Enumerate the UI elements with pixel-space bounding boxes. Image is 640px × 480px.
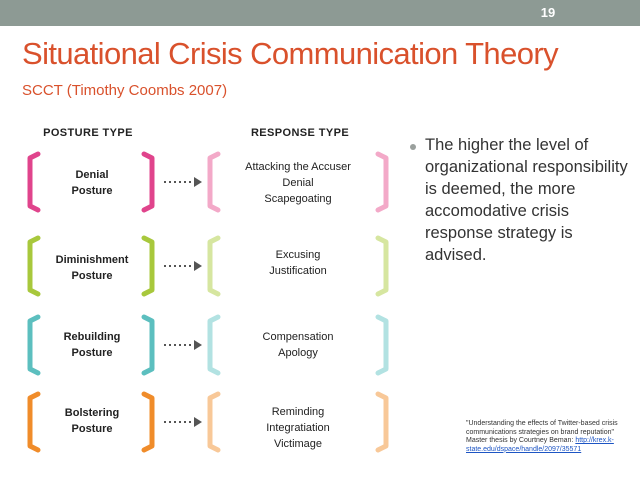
response-item: Compensation <box>262 331 334 343</box>
citation-author: Master thesis by Courtney Beman: <box>466 437 574 444</box>
dotted-arrow-icon <box>164 340 202 350</box>
response-bracket-right <box>375 235 389 297</box>
response-type-header: RESPONSE TYPE <box>250 127 350 139</box>
slide-header-bar <box>0 0 640 26</box>
response-list-denial: Attacking the Accuser Denial Scapegoatin… <box>208 159 388 207</box>
posture-label-line: Posture <box>71 185 113 197</box>
response-item: Integratiation <box>266 422 330 434</box>
posture-label-line: Bolstering <box>64 407 120 419</box>
citation-link[interactable]: http://krex.k-state.edu/dspace/handle/20… <box>466 437 614 453</box>
posture-bracket-left <box>27 151 41 213</box>
response-bracket-left <box>207 314 221 376</box>
response-item: Apology <box>278 347 318 359</box>
response-list-rebuilding: Compensation Apology <box>208 329 388 361</box>
posture-label-bolstering: Bolstering Posture <box>28 405 156 437</box>
response-item: Excusing <box>275 249 321 261</box>
posture-bracket-right <box>141 151 155 213</box>
posture-bracket-right <box>141 314 155 376</box>
response-bracket-right <box>375 391 389 453</box>
posture-bracket-right <box>141 391 155 453</box>
slide-number: 19 <box>540 5 556 20</box>
posture-label-line: Rebuilding <box>63 331 121 343</box>
dotted-arrow-icon <box>164 417 202 427</box>
posture-label-diminishment: Diminishment Posture <box>28 252 156 284</box>
posture-label-line: Diminishment <box>55 254 129 266</box>
response-bracket-right <box>375 151 389 213</box>
response-item: Victimage <box>273 438 323 450</box>
response-item: Attacking the Accuser <box>245 161 351 173</box>
response-bracket-right <box>375 314 389 376</box>
posture-bracket-right <box>141 235 155 297</box>
response-list-diminishment: Excusing Justification <box>208 247 388 279</box>
posture-label-rebuilding: Rebuilding Posture <box>28 329 156 361</box>
posture-label-line: Posture <box>71 347 113 359</box>
dotted-arrow-icon <box>164 177 202 187</box>
bullet-dot-icon <box>410 144 416 150</box>
posture-label-line: Denial <box>75 169 109 181</box>
posture-type-header: POSTURE TYPE <box>43 127 133 139</box>
citation: "Understanding the effects of Twitter-ba… <box>466 420 634 454</box>
slide-subtitle: SCCT (Timothy Coombs 2007) <box>22 82 228 99</box>
response-list-bolstering: Reminding Integratiation Victimage <box>208 404 388 452</box>
citation-title: "Understanding the effects of Twitter-ba… <box>466 420 618 436</box>
response-bracket-left <box>207 391 221 453</box>
response-bracket-left <box>207 235 221 297</box>
posture-label-line: Posture <box>71 423 113 435</box>
posture-bracket-left <box>27 235 41 297</box>
response-item: Denial <box>282 177 314 189</box>
response-item: Scapegoating <box>264 193 332 205</box>
response-item: Justification <box>269 265 327 277</box>
bullet-text: The higher the level of organizational r… <box>425 136 628 264</box>
response-item: Reminding <box>271 406 325 418</box>
slide-title: Situational Crisis Communication Theory <box>22 36 559 71</box>
posture-bracket-left <box>27 314 41 376</box>
response-bracket-left <box>207 151 221 213</box>
posture-label-line: Posture <box>71 270 113 282</box>
posture-bracket-left <box>27 391 41 453</box>
posture-label-denial: Denial Posture <box>28 167 156 199</box>
dotted-arrow-icon <box>164 261 202 271</box>
